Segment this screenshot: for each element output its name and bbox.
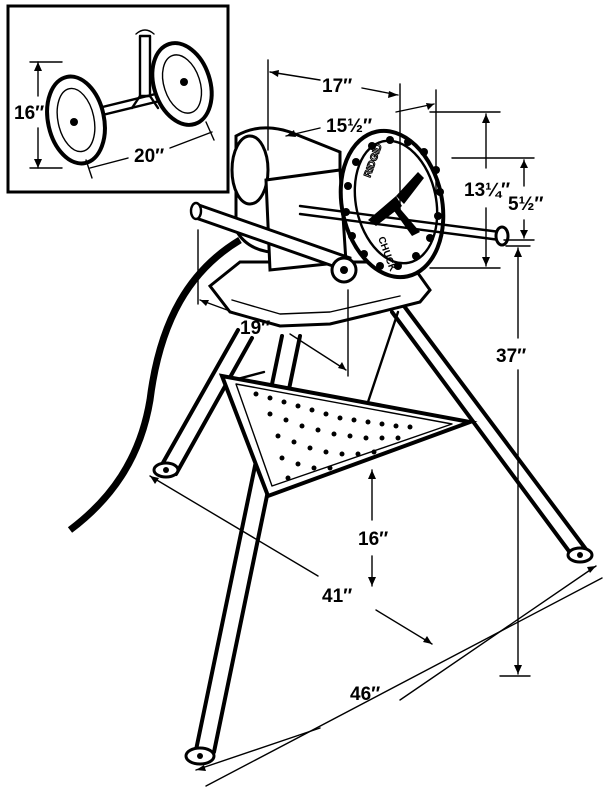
right-leg <box>390 304 590 560</box>
label-machine-length: 17″ <box>322 76 352 97</box>
shelf-holes <box>253 391 413 481</box>
threading-machine: RIDGID CHUCK <box>189 126 510 328</box>
dim-axle-width <box>85 121 215 179</box>
left-leg <box>158 328 254 476</box>
spindle-pipe <box>298 204 502 242</box>
label-axle-width: 20″ <box>134 146 164 167</box>
dimension-labels: 17″ 15½″ 13¼″ 5½″ 19″ 37″ 16″ 41″ 46″ <box>240 76 544 705</box>
motor-endcap <box>230 134 270 206</box>
label-leg-span-front: 46″ <box>350 684 380 705</box>
label-base-width: 19″ <box>240 318 270 339</box>
label-chuck-span: 15½″ <box>326 116 372 137</box>
label-spindle-height: 5½″ <box>508 194 544 215</box>
chuck: RIDGID CHUCK <box>338 128 446 280</box>
label-wheel-diameter: 16″ <box>14 103 44 124</box>
wheel-kit-inset: 16″ 20″ <box>6 4 230 194</box>
label-leg-span-side: 41″ <box>322 586 352 607</box>
dim-wheel-diameter <box>29 61 63 169</box>
label-chuck-height: 13¼″ <box>464 180 510 201</box>
dimension-lines <box>149 59 603 787</box>
label-shelf-height: 16″ <box>358 529 388 550</box>
label-overall-height: 37″ <box>496 346 526 367</box>
power-cord <box>67 236 242 533</box>
wheel-left <box>45 74 107 166</box>
wheel-right <box>150 41 214 127</box>
perforated-shelf <box>218 373 478 499</box>
